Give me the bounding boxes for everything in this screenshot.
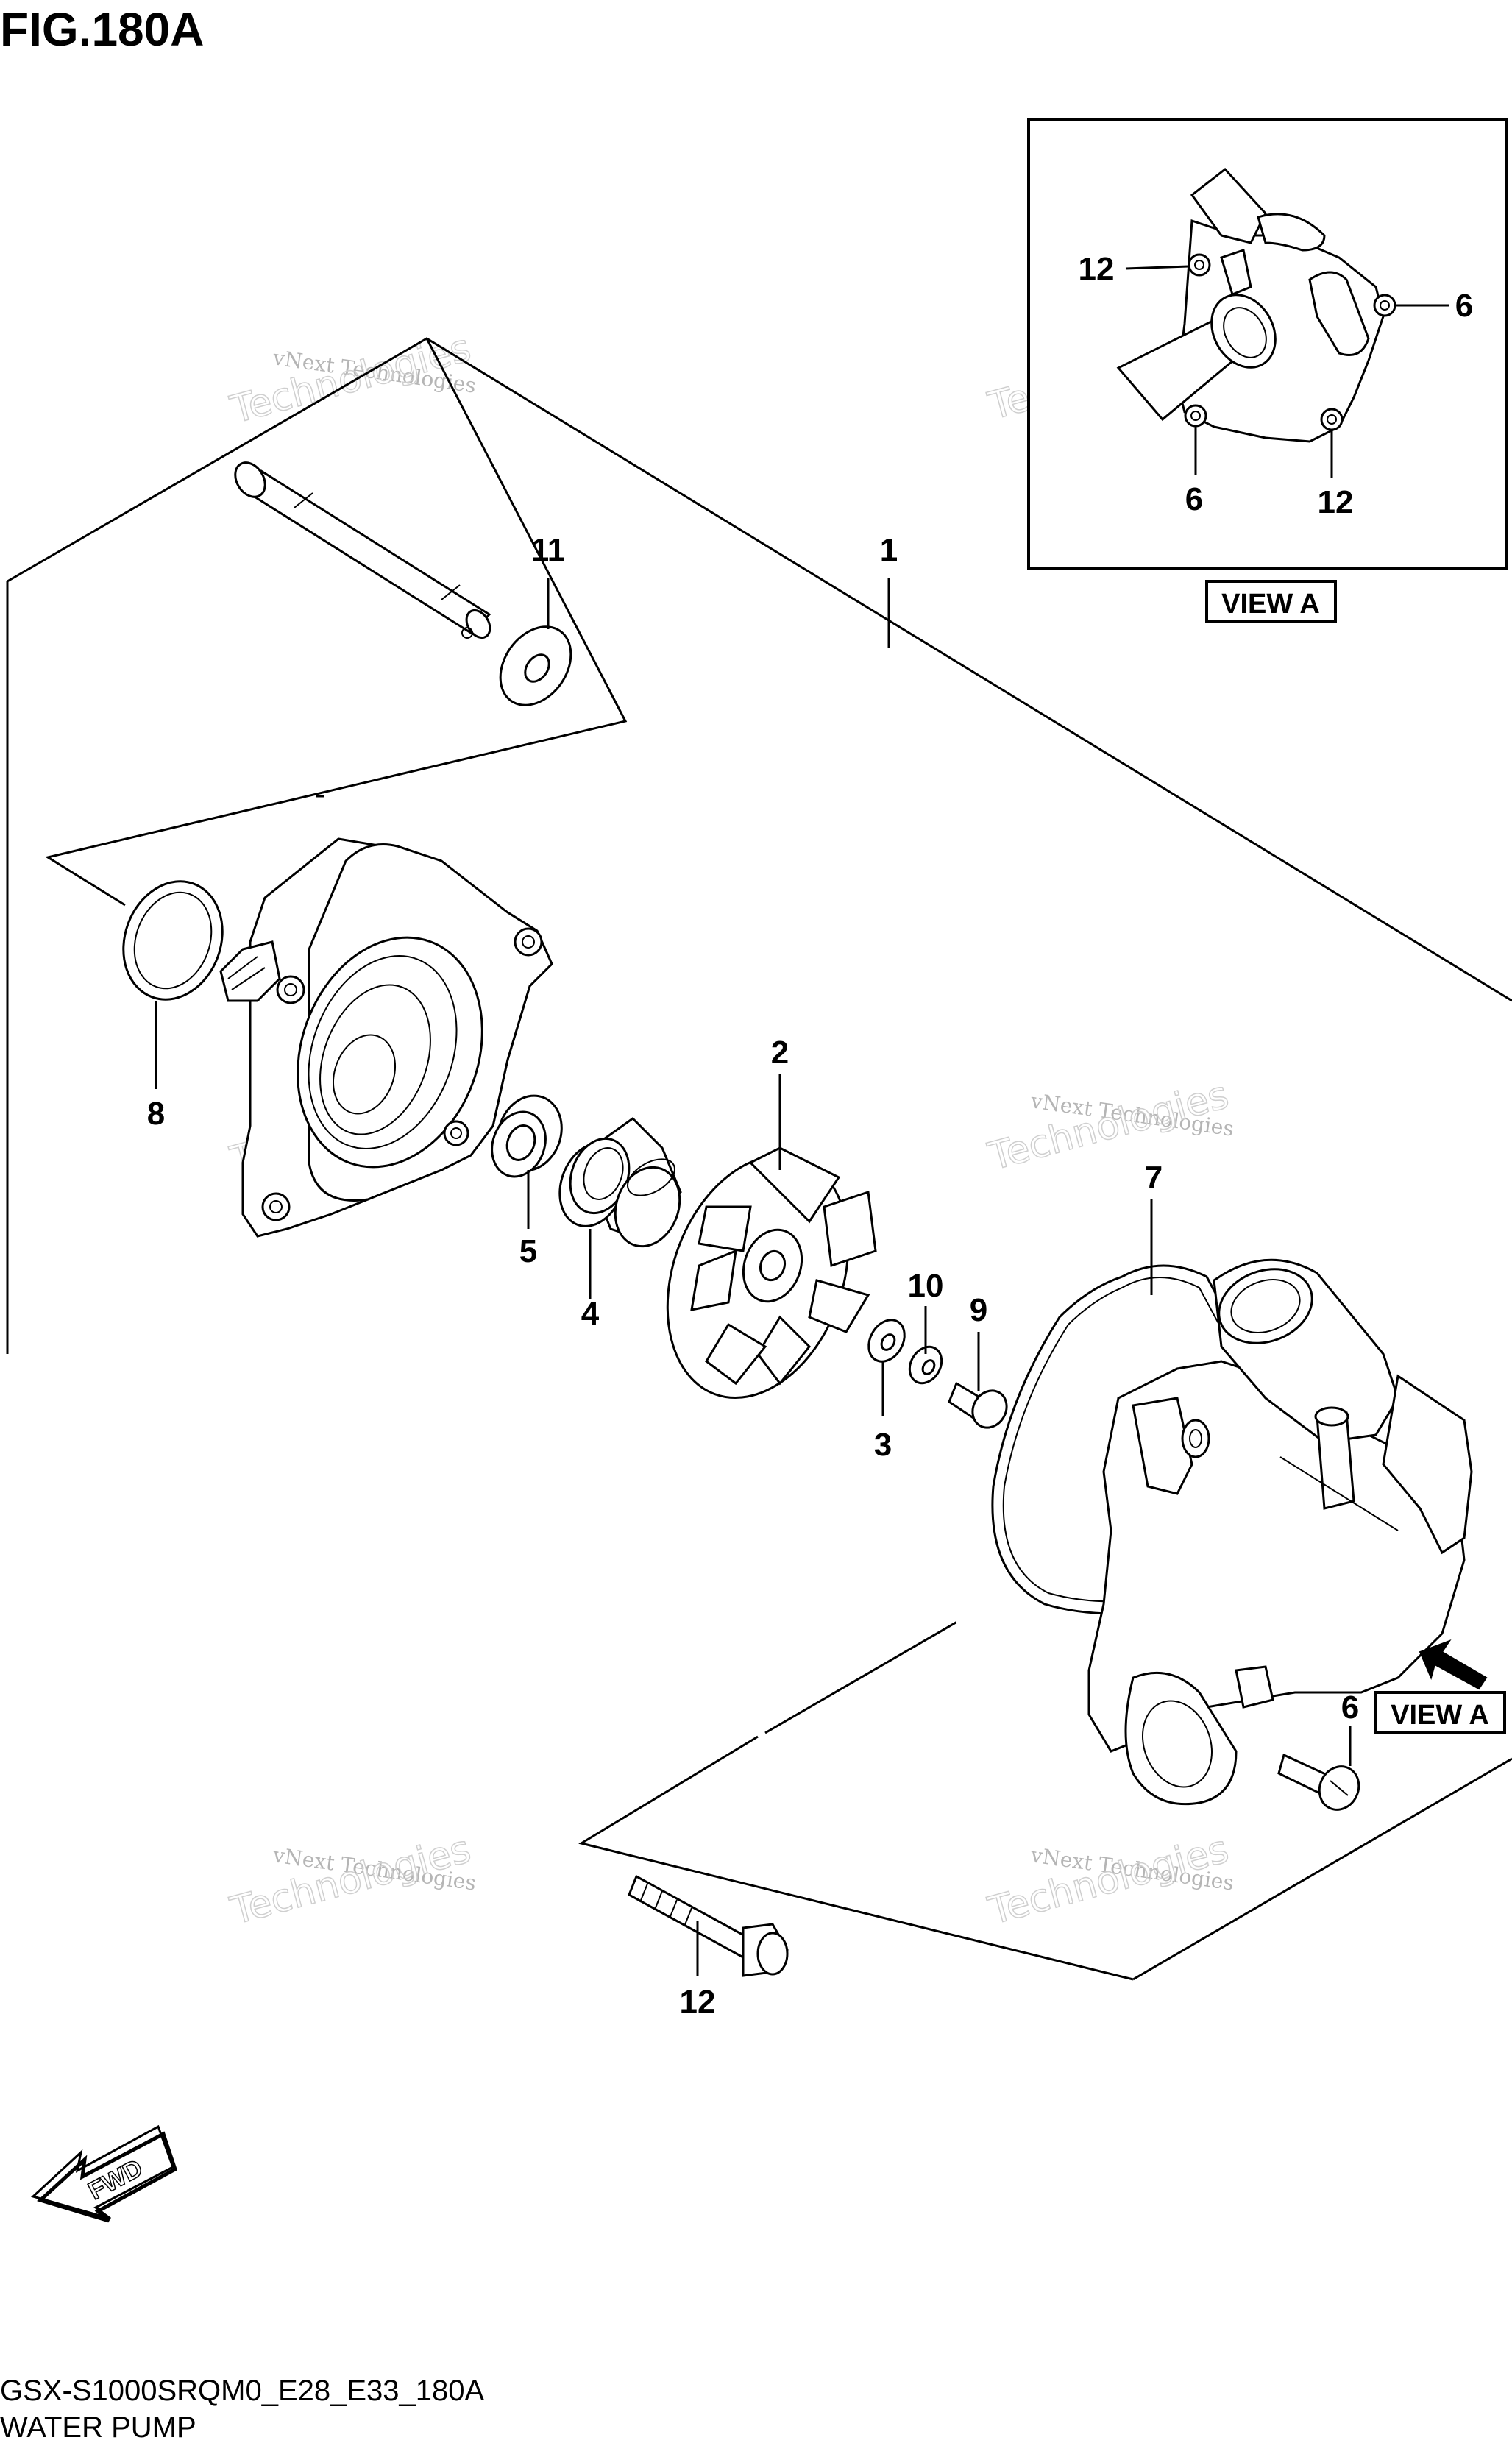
impeller-part-2 [666,1146,877,1400]
view-a-label-text: VIEW A [1221,589,1320,620]
fwd-arrow-icon: FWD [31,2124,178,2223]
gasket-part-7 [991,1264,1296,1615]
pump-cover [1087,1258,1473,1806]
callout-4: 4 [581,1296,600,1332]
view-a-callout-6-right: 6 [1455,288,1473,324]
leader-lines [155,578,1352,1976]
callout-2: 2 [771,1035,789,1071]
callout-8: 8 [147,1096,165,1132]
callout-9: 9 [970,1292,987,1328]
callout-labels: 1 2 3 4 5 6 7 8 9 10 11 12 [147,532,1359,2020]
figure-code: GSX-S1000SRQM0_E28_E33_180A [0,2375,485,2407]
view-a-callout-12-bottom: 12 [1318,484,1354,520]
figure-name: WATER PUMP [0,2411,196,2443]
callout-11: 11 [531,532,566,568]
mechanical-seal-part-4 [558,1117,682,1248]
callout-10: 10 [908,1268,944,1304]
view-a-callout-6-bottom: 6 [1185,481,1203,517]
bolt-part-6 [1277,1753,1360,1811]
washer-part-10 [908,1345,943,1385]
callout-12: 12 [680,1984,716,2020]
assembly-outline [6,337,1512,1981]
callout-1: 1 [880,532,898,568]
bolt-part-9 [948,1381,1008,1429]
bearing-part-5 [491,1094,563,1178]
flange-bolt-part-12 [628,1874,789,1977]
view-a-arrow-label: VIEW A [1374,1691,1506,1734]
view-a-arrow [1419,1639,1488,1690]
view-a-inset: 12 6 6 12 [1027,118,1508,570]
view-a-label: VIEW A [1205,580,1337,623]
o-ring-part-8 [122,880,224,1001]
washer-part-11 [499,625,572,706]
figure-title: FIG.180A [0,3,204,56]
pump-body [219,837,553,1238]
callout-7: 7 [1145,1160,1163,1196]
washer-part-3 [867,1319,906,1363]
view-a-callout-12-top: 12 [1079,251,1115,287]
callout-6: 6 [1341,1689,1359,1726]
view-a-arrow-text: VIEW A [1391,1700,1489,1731]
callout-5: 5 [519,1233,537,1269]
shaft-part [234,461,491,639]
callout-3: 3 [874,1427,892,1463]
